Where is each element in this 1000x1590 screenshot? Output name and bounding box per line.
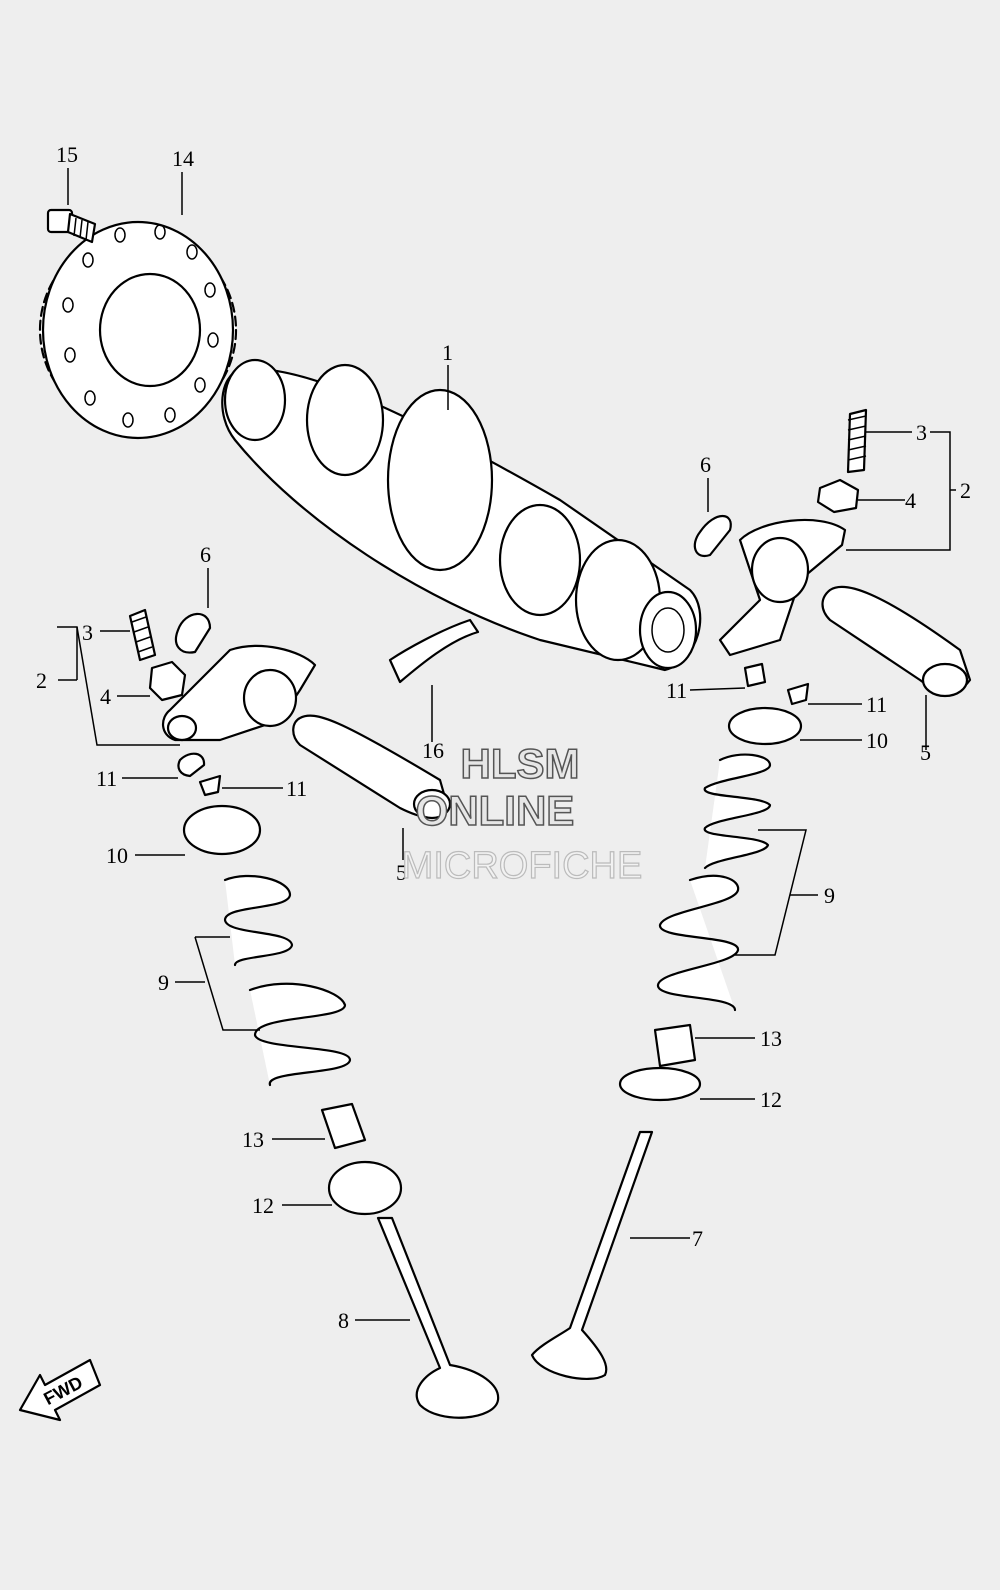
right-spring-retainer [727,706,803,746]
callout-7: 7 [692,1226,703,1251]
callout-3-right: 3 [916,420,927,445]
left-rocker-shaft [292,714,452,820]
left-rocker-arm [128,608,317,742]
left-wave-washer [174,612,212,654]
callout-14: 14 [172,146,194,171]
callout-11-right-a: 11 [666,678,687,703]
callout-6-left: 6 [200,542,211,567]
left-valve-seal [320,1102,367,1150]
callout-10-left: 10 [106,843,128,868]
right-wave-washer [693,515,732,558]
watermark-line-1: HLSM [461,740,580,787]
right-valve-springs [656,753,772,1012]
callout-4-right: 4 [905,488,916,513]
sprocket-bolt [46,208,97,244]
right-valve-cotters [743,662,810,706]
callout-16: 16 [422,738,444,763]
watermark-line-2: ONLINE [416,787,575,834]
watermark-line-3: MICROFICHE [402,845,643,887]
callout-2-left: 2 [36,668,47,693]
callout-9-left: 9 [158,970,169,995]
callout-4-left: 4 [100,684,111,709]
half-moon-plug [388,618,480,684]
exhaust-valve [530,1130,654,1380]
callout-12-right: 12 [760,1087,782,1112]
callout-8: 8 [338,1308,349,1333]
intake-valve [376,1216,500,1419]
right-spring-seat [618,1066,702,1102]
left-valve-cotters [177,752,222,797]
callout-12-left: 12 [252,1193,274,1218]
callout-9-right: 9 [824,883,835,908]
callout-6-right: 6 [700,452,711,477]
callout-3-left: 3 [82,620,93,645]
right-rocker-shaft [821,585,972,698]
callout-5-left: 5 [396,860,407,885]
callout-13-right: 13 [760,1026,782,1051]
callout-5-right: 5 [920,740,931,765]
camshaft [221,358,702,672]
callout-11-right-b: 11 [866,692,887,717]
callout-11-left-a: 11 [96,766,117,791]
cam-sprocket [38,220,238,440]
watermark: HLSM ONLINE MICROFICHE [401,739,643,887]
callout-13-left: 13 [242,1127,264,1152]
left-spring-seat [327,1160,403,1216]
callout-1: 1 [442,340,453,365]
callout-11-left-b: 11 [286,776,307,801]
leader-lines [57,168,956,1321]
callout-labels: 15 14 1 3 4 2 6 6 3 2 4 16 11 11 5 10 11… [36,142,971,1333]
left-spring-retainer [182,804,262,856]
right-valve-seal [653,1023,697,1068]
callout-10-right: 10 [866,728,888,753]
callout-15: 15 [56,142,78,167]
left-valve-springs [223,874,352,1087]
right-rocker-arm [718,408,868,657]
callout-2-right: 2 [960,478,971,503]
